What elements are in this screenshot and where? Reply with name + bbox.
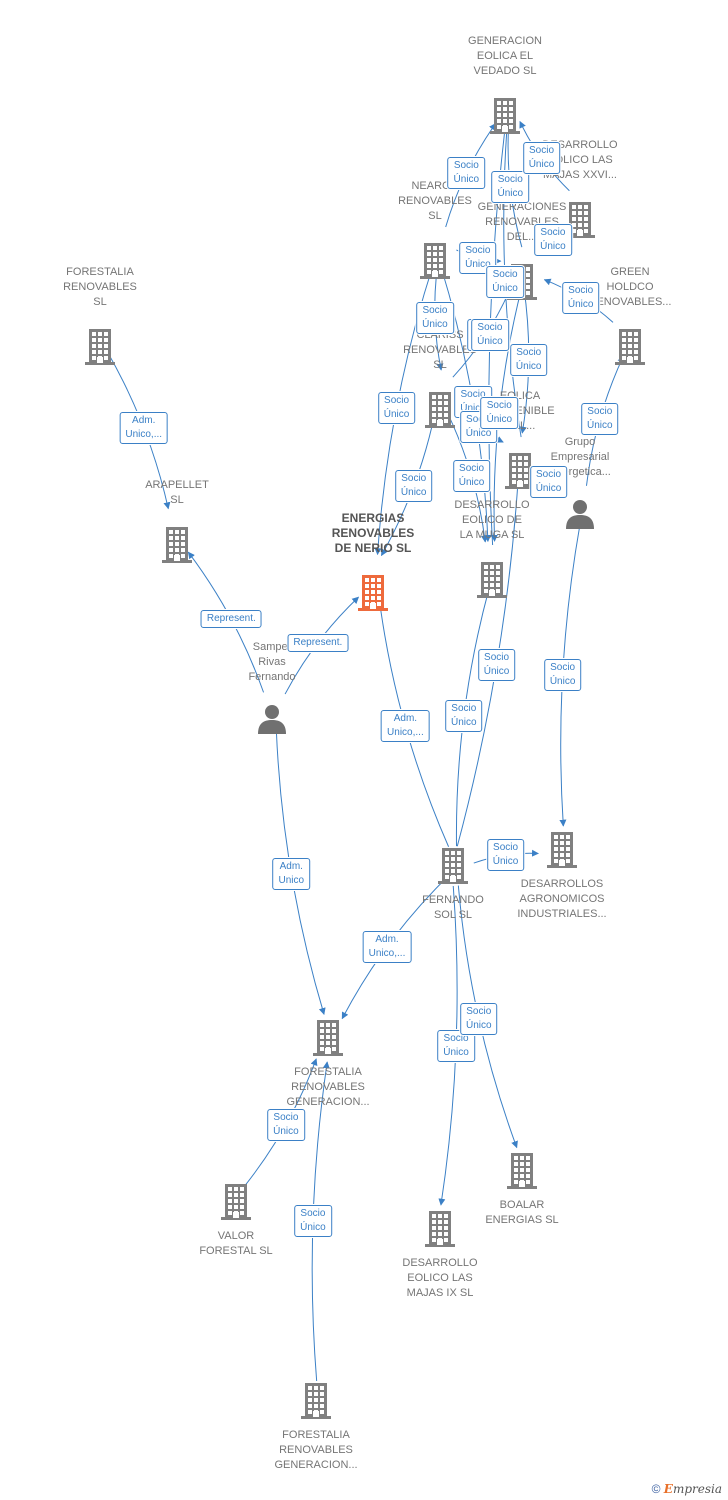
edge-label[interactable]: Socio Único xyxy=(529,465,568,498)
node-forestalia-renovables[interactable]: FORESTALIA RENOVABLES SL xyxy=(45,265,155,374)
node-label: Samper Rivas Fernando xyxy=(248,641,296,683)
edge-label[interactable]: Socio Único xyxy=(491,171,530,204)
edge-label[interactable]: Socio Único xyxy=(437,1029,475,1062)
node-label: FERNANDO SOL SL xyxy=(422,894,484,921)
node-label: NEARCO RENOVABLES SL xyxy=(398,180,472,222)
node-valor-forestal[interactable]: VALOR FORESTAL SL xyxy=(181,1180,291,1259)
node-arapellet[interactable]: ARAPELLET SL xyxy=(122,478,232,572)
node-label: ARAPELLET SL xyxy=(145,479,209,506)
edge-label[interactable]: Socio Único xyxy=(447,157,486,190)
building-icon xyxy=(420,243,450,279)
edge-label[interactable]: Adm. Unico xyxy=(272,857,311,890)
edge-label[interactable]: Socio Único xyxy=(267,1108,305,1141)
copyright-symbol: © xyxy=(651,1482,661,1496)
node-generacion-eolica-vedado[interactable]: GENERACION EOLICA EL VEDADO SL xyxy=(450,34,560,143)
building-icon xyxy=(301,1383,331,1419)
edge-label[interactable]: Socio Único xyxy=(486,839,525,872)
edge-label[interactable]: Socio Único xyxy=(522,142,561,175)
edge-label[interactable]: Socio Único xyxy=(294,1205,332,1238)
node-samper[interactable]: Samper Rivas Fernando xyxy=(217,640,327,743)
node-boalar[interactable]: BOALAR ENERGIAS SL xyxy=(467,1149,577,1228)
node-label: DESARROLLO EOLICO LAS MAJAS XXVI... xyxy=(542,139,618,181)
building-icon xyxy=(438,848,468,884)
edge-label[interactable]: Socio Único xyxy=(471,319,509,352)
empresia-logo: Empresia xyxy=(663,1482,722,1496)
building-icon xyxy=(615,329,645,365)
node-desarrollo-la-muga[interactable]: DESARROLLO EOLICO DE LA MUGA SL xyxy=(437,498,547,607)
footer-brand: © Empresia xyxy=(652,1482,722,1496)
edge-label[interactable]: Socio Único xyxy=(452,460,491,493)
node-label: GENERACION EOLICA EL VEDADO SL xyxy=(468,35,542,77)
building-icon xyxy=(507,1153,537,1189)
edge-label[interactable]: Socio Único xyxy=(394,470,433,503)
person-icon xyxy=(566,500,594,529)
node-label: DESARROLLOS AGRONOMICOS INDUSTRIALES... xyxy=(517,878,607,920)
edge-label[interactable]: Socio Único xyxy=(459,1002,498,1035)
edge-label[interactable]: Socio Único xyxy=(486,265,524,298)
building-icon xyxy=(358,575,388,611)
node-fernando-sol[interactable]: FERNANDO SOL SL xyxy=(398,844,508,923)
edge-label[interactable]: Socio Único xyxy=(416,301,454,334)
edge-label[interactable]: Socio Único xyxy=(543,659,582,691)
building-icon xyxy=(505,453,535,489)
node-desarrollo-majas-ix[interactable]: DESARROLLO EOLICO LAS MAJAS IX SL xyxy=(385,1207,495,1301)
building-icon xyxy=(425,392,455,428)
node-desarrollo-majas-xxvi[interactable]: DESARROLLO EOLICO LAS MAJAS XXVI... xyxy=(525,138,635,247)
node-label: DESARROLLO EOLICO LAS MAJAS IX SL xyxy=(402,1257,478,1299)
edge-label[interactable]: Represent. xyxy=(200,610,262,629)
node-label: GREEN HOLDCO RENOVABLES... xyxy=(588,266,672,308)
edge-label[interactable]: Socio Único xyxy=(534,224,572,257)
edge-label[interactable]: Socio Único xyxy=(445,700,483,733)
edge-label[interactable]: Socio Único xyxy=(509,344,548,377)
node-label: FORESTALIA RENOVABLES GENERACION... xyxy=(286,1066,370,1108)
building-icon xyxy=(313,1020,343,1056)
building-icon xyxy=(425,1211,455,1247)
node-label: DESARROLLO EOLICO DE LA MUGA SL xyxy=(454,499,530,541)
node-green-holdco[interactable]: GREEN HOLDCO RENOVABLES... xyxy=(575,265,685,374)
edge-label[interactable]: Adm. Unico,... xyxy=(381,710,430,743)
building-icon xyxy=(490,98,520,134)
edge-label[interactable]: Represent. xyxy=(287,633,349,652)
building-icon xyxy=(162,527,192,563)
node-eolica-sostenible[interactable]: EOLICA SOSTENIBLE DEL... xyxy=(465,389,575,498)
node-label: ENERGIAS RENOVABLES DE NERIO SL xyxy=(331,511,415,555)
node-label: BOALAR ENERGIAS SL xyxy=(485,1199,559,1226)
node-forestalia-generacion-2[interactable]: FORESTALIA RENOVABLES GENERACION... xyxy=(261,1379,371,1473)
node-desarrollos-agronomicos[interactable]: DESARROLLOS AGRONOMICOS INDUSTRIALES... xyxy=(507,828,617,922)
edge-label[interactable]: Socio Único xyxy=(580,403,619,436)
edge-label[interactable]: Adm. Unico,... xyxy=(119,411,169,444)
node-clariss[interactable]: CLARISS RENOVABLES SL xyxy=(385,328,495,437)
node-label: FORESTALIA RENOVABLES SL xyxy=(63,266,137,308)
node-label: VALOR FORESTAL SL xyxy=(199,1230,273,1257)
person-icon xyxy=(258,705,286,734)
building-icon xyxy=(221,1184,251,1220)
building-icon xyxy=(565,202,595,238)
node-energias-nerio[interactable]: ENERGIAS RENOVABLES DE NERIO SL xyxy=(318,511,428,619)
building-icon xyxy=(547,832,577,868)
building-icon xyxy=(477,562,507,598)
edge-label[interactable]: Adm. Unico,... xyxy=(362,930,412,963)
edge-label[interactable]: Socio Único xyxy=(561,281,600,314)
node-nearco[interactable]: NEARCO RENOVABLES SL xyxy=(380,179,490,288)
edge-label[interactable]: Socio Único xyxy=(480,397,519,430)
edge-label[interactable]: Socio Único xyxy=(377,391,416,424)
node-label: FORESTALIA RENOVABLES GENERACION... xyxy=(274,1429,358,1471)
edge-label[interactable]: Socio Único xyxy=(477,648,516,681)
building-icon xyxy=(85,329,115,365)
node-forestalia-generacion-1[interactable]: FORESTALIA RENOVABLES GENERACION... xyxy=(273,1016,383,1110)
